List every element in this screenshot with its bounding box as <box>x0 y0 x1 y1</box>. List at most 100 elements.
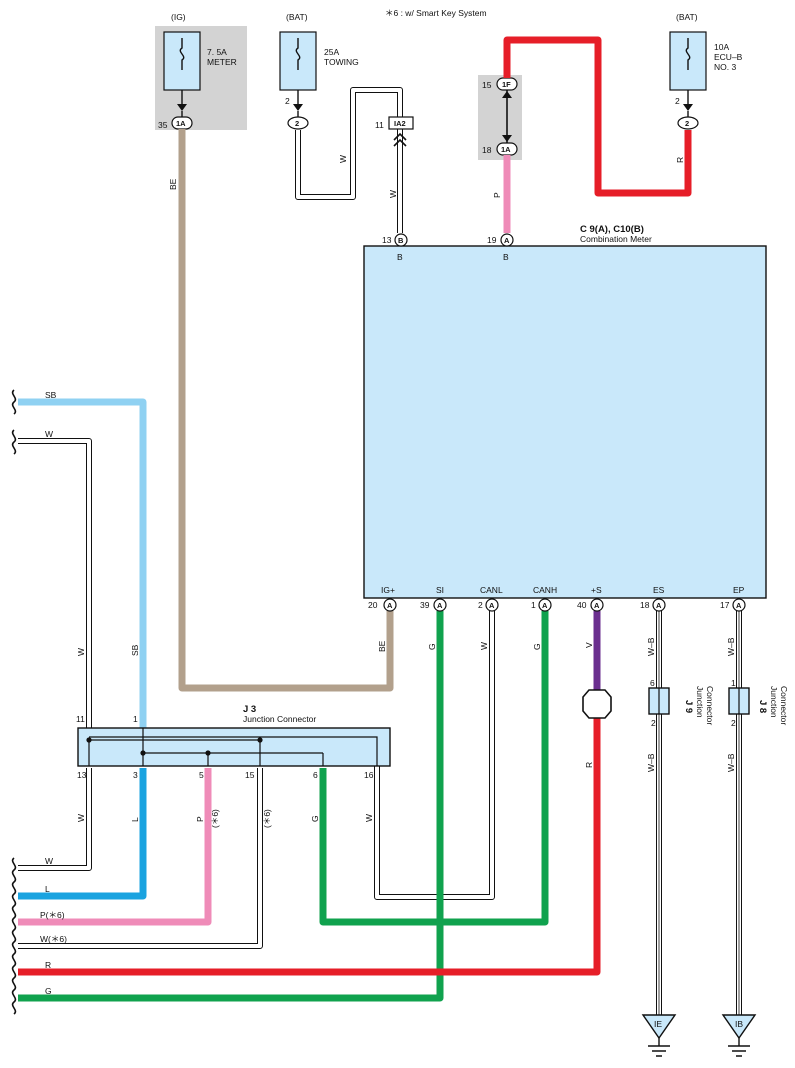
j3-box <box>77 727 391 767</box>
edge-label-p6: P(＊6) <box>40 910 65 920</box>
j9-name: J 9 <box>683 700 694 713</box>
wire-label: W–B <box>646 637 656 656</box>
j8-name: J 8 <box>757 700 768 713</box>
meter-pin-label: SI <box>436 585 444 595</box>
meter-pin-num: 18 <box>640 600 650 610</box>
edge-label-w6: W(＊6) <box>40 934 67 944</box>
link-1f-bot-pin: 18 <box>482 145 492 155</box>
j8-top-pin: 1 <box>731 678 736 688</box>
ia2-connector: 11 IA2 <box>375 116 414 147</box>
j9-junction-connector: 6 2 J 9 Junction Connector <box>648 678 715 728</box>
wire-label: L <box>130 817 140 822</box>
meter-subtitle: Combination Meter <box>580 234 652 244</box>
ground-ie: IE <box>641 1014 677 1057</box>
meter-top-pin-num: 13 <box>382 235 392 245</box>
j3-subtitle: Junction Connector <box>243 714 316 724</box>
fuse-meter-name: METER <box>207 57 237 67</box>
fuse-ecub-symbol <box>685 38 691 70</box>
wire-label: P <box>195 816 205 822</box>
meter-pin-circle <box>485 598 499 612</box>
fuse-ecub-rating: 10A <box>714 42 729 52</box>
smart-key-note: ＊6 : w/ Smart Key System <box>385 8 487 18</box>
fuse-ecub-pin: 2 <box>675 96 680 106</box>
fuse-ecub-name1: ECU–B <box>714 52 743 62</box>
ia2-box <box>388 116 414 130</box>
fuse-towing-rating: 25A <box>324 47 339 57</box>
wire-white-towing <box>295 87 403 233</box>
wire-label: W–B <box>646 753 656 772</box>
j8-junction-connector: 1 2 J 8 Junction Connector <box>728 678 789 728</box>
meter-pin-conn: A <box>437 601 443 610</box>
fuse-towing-arrow <box>293 104 303 111</box>
wire-label: W–B <box>726 637 736 656</box>
fuse-ecub-arrow <box>683 104 693 111</box>
edge-label-g: G <box>45 986 52 996</box>
j3-name: J 3 <box>243 704 256 715</box>
j3-junction-connector: J 3 Junction Connector 11 1 13 3 5 15 6 … <box>76 704 391 780</box>
meter-pin-conn: A <box>736 601 742 610</box>
wire-white-left-top <box>18 439 91 737</box>
j9-sub2: Connector <box>705 686 715 725</box>
fuse-meter-conn-label: 1A <box>176 119 186 128</box>
wire-green-canh <box>319 611 549 926</box>
fuse-ecub-name2: NO. 3 <box>714 62 736 72</box>
meter-pin-num: 1 <box>531 600 536 610</box>
j3-bottom-pin: 13 <box>77 770 87 780</box>
fuse-meter-arrow <box>177 104 187 111</box>
fuse-ecub-source: (BAT) <box>676 12 698 22</box>
edge-label-r: R <box>45 960 51 970</box>
wire-green-si <box>18 611 444 1002</box>
j9-bot-pin: 2 <box>651 718 656 728</box>
j3-bottom-pin: 16 <box>364 770 374 780</box>
j3-bottom-pin: 5 <box>199 770 204 780</box>
combination-meter: C 9(A), C10(B) Combination Meter 13 B B … <box>363 224 767 612</box>
meter-pin-label: CANL <box>480 585 503 595</box>
left-edge-breaks <box>11 389 17 1015</box>
ground-ie-triangle <box>641 1014 677 1040</box>
link-1f-top-conn-label: 1F <box>502 80 511 89</box>
ground-ie-label: IE <box>654 1019 662 1029</box>
meter-pin-conn: A <box>387 601 393 610</box>
wire-label: W <box>76 648 86 656</box>
meter-title: C 9(A), C10(B) <box>580 224 644 235</box>
meter-pin-conn: A <box>542 601 548 610</box>
fuse-meter-pin: 35 <box>158 120 168 130</box>
meter-pin-num: 2 <box>478 600 483 610</box>
wire-label: G <box>532 643 542 650</box>
meter-pin-circle <box>383 598 397 612</box>
fuse-meter-source: (IG) <box>171 12 186 22</box>
j3-bottom-pin: 3 <box>133 770 138 780</box>
j9-top-pin: 6 <box>650 678 655 688</box>
fuse-ecub-conn <box>677 116 699 130</box>
fuse-ecub-conn-label: 2 <box>685 119 689 128</box>
wire-label: R <box>675 157 685 163</box>
wire-label: (＊6) <box>210 809 220 828</box>
j8-sub2: Connector <box>779 686 789 725</box>
j9-sub: Junction <box>695 686 705 718</box>
wire-skyblue <box>18 398 147 728</box>
fuse-towing-name: TOWING <box>324 57 359 67</box>
edge-label-l: L <box>45 884 50 894</box>
ground-ie-icon <box>648 1038 670 1057</box>
meter-pin-num: 40 <box>577 600 587 610</box>
wire-label: W <box>76 814 86 822</box>
wire-white-15 <box>18 768 262 948</box>
meter-pin-circle <box>652 598 666 612</box>
meter-pin-conn: A <box>656 601 662 610</box>
link-1f-arrow-up <box>502 91 512 98</box>
wire-label: BE <box>377 640 387 652</box>
j3-top-pin: 1 <box>133 714 138 724</box>
j8-sub: Junction <box>769 686 779 718</box>
wire-label: G <box>427 643 437 650</box>
link-1f-arrow-down <box>502 135 512 142</box>
meter-top-pin-num: 19 <box>487 235 497 245</box>
meter-pin-label: +S <box>591 585 602 595</box>
meter-pin-circle <box>433 598 447 612</box>
wire-label: BE <box>168 178 178 190</box>
edge-label-w-top: W <box>45 429 53 439</box>
meter-top-pin-label: B <box>397 252 403 262</box>
ground-ib-triangle <box>721 1014 757 1040</box>
j3-bus-a <box>88 728 324 766</box>
fuse-meter-symbol <box>179 38 185 70</box>
